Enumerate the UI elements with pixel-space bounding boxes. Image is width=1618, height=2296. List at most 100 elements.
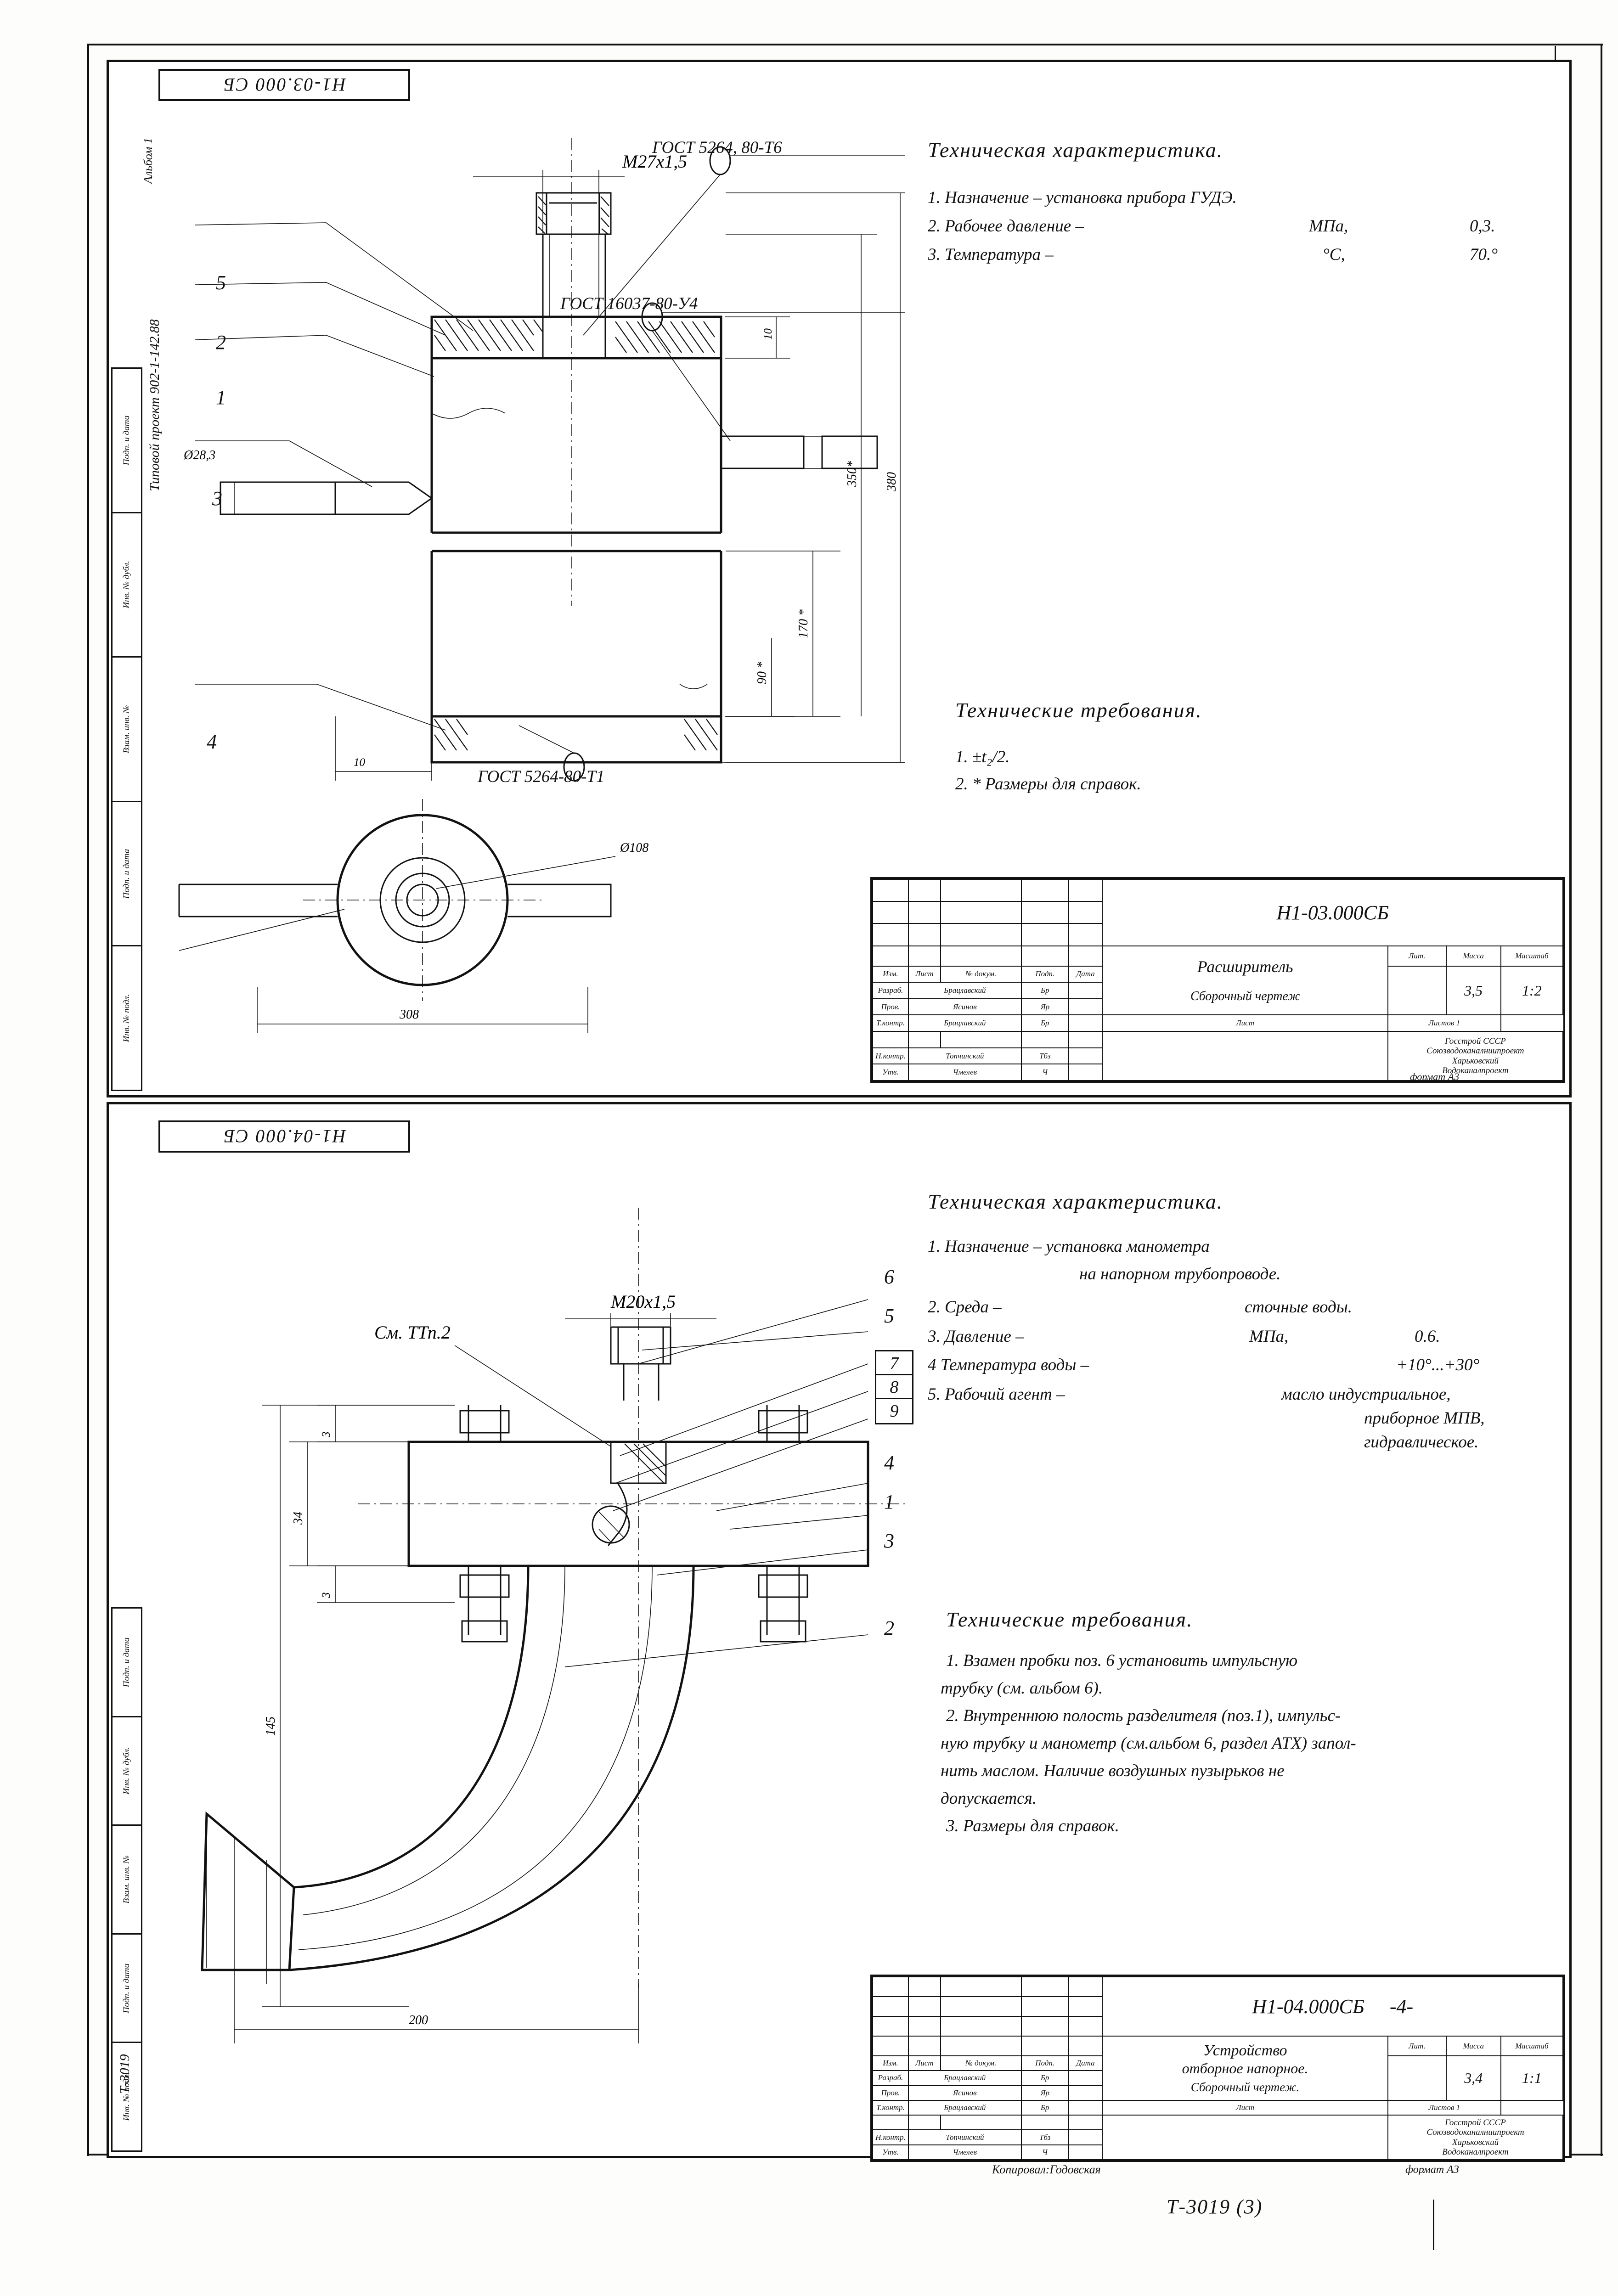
lit-label: Лит. bbox=[1387, 945, 1447, 967]
format-label-bottom: формат А3 bbox=[1405, 2164, 1459, 2176]
tech-req-title: Технические требования. bbox=[955, 698, 1202, 722]
leader-number-5: 5 bbox=[216, 271, 226, 294]
leader-number-3: 3 bbox=[212, 487, 222, 510]
tech-char-item: на напорном трубопроводе. bbox=[1079, 1265, 1281, 1283]
row-date bbox=[1068, 998, 1103, 1016]
row-sign: Бр bbox=[1020, 982, 1069, 999]
part-name-line1: Устройство bbox=[1203, 2042, 1287, 2060]
svg-text:10: 10 bbox=[354, 756, 366, 769]
mass-label: Масса bbox=[1445, 945, 1501, 967]
assembly-drawing-expander: М27х1,5 bbox=[183, 138, 905, 782]
organization-block: Госстрой СССР Союзводоканалниипроект Хар… bbox=[1387, 1031, 1564, 1081]
row-role: Разраб. bbox=[872, 2070, 909, 2086]
thread-label-bottom: М20х1,5 bbox=[610, 1291, 676, 1312]
sheet-label: Лист bbox=[1102, 1014, 1388, 1032]
col-doc: № докум. bbox=[940, 965, 1022, 983]
svg-text:350*: 350* bbox=[845, 461, 859, 487]
col-data: Дата bbox=[1068, 2055, 1103, 2071]
tech-char-item: 4 Температура воды – bbox=[928, 1356, 1089, 1374]
tech-req-block-bottom: Технические требования. 1. Взамен пробки… bbox=[941, 1607, 1356, 1840]
leader-box-9: 9 bbox=[875, 1398, 913, 1424]
svg-text:90 *: 90 * bbox=[755, 662, 769, 684]
col-list: Лист bbox=[908, 2055, 941, 2071]
margin-label: Взам. инв. № bbox=[122, 1855, 131, 1904]
doc-type: Сборочный чертеж bbox=[1190, 989, 1300, 1003]
tech-req-item: ную трубку и манометр (см.альбом 6, разд… bbox=[941, 1733, 1356, 1753]
row-role: Пров. bbox=[872, 2085, 909, 2101]
row-role: Т.контр. bbox=[872, 2099, 909, 2116]
col-podp: Подп. bbox=[1020, 965, 1069, 983]
margin-cell: Инв. № дубл. bbox=[113, 513, 141, 658]
tech-req-item: 2. * Размеры для справок. bbox=[955, 775, 1141, 793]
leader-number-1: 1 bbox=[884, 1491, 894, 1513]
dim-308: 308 bbox=[399, 1007, 419, 1022]
drawing-code-box-bottom: Н1-04.000 СБ bbox=[158, 1120, 410, 1153]
svg-text:170 *: 170 * bbox=[796, 609, 811, 638]
row-role: Разраб. bbox=[872, 982, 909, 999]
leader-box-7: 7 bbox=[875, 1350, 913, 1377]
org-line: Госстрой СССР bbox=[1444, 1036, 1506, 1046]
row-sign: Бр bbox=[1020, 2099, 1069, 2116]
row-role: Н.контр. bbox=[872, 2129, 909, 2145]
doc-type: Сборочный чертеж. bbox=[1190, 2080, 1300, 2094]
org-line: Госстрой СССР bbox=[1445, 2118, 1506, 2128]
row-person: Чмелев bbox=[908, 2144, 1022, 2161]
row-date bbox=[1068, 2085, 1103, 2101]
dia-28-label: Ø28,3 bbox=[183, 448, 215, 462]
title-block-name: Расширитель Сборочный чертеж bbox=[1102, 945, 1388, 1016]
tech-req-item: 3. Размеры для справок. bbox=[946, 1816, 1119, 1835]
row-sign: Тбз bbox=[1020, 2129, 1069, 2145]
margin-column-top: Подп. и дата Инв. № дубл. Взам. инв. № П… bbox=[111, 367, 142, 1091]
tech-char-item: 3. Температура – bbox=[928, 245, 1054, 264]
tech-char-unit: МПа, bbox=[1309, 217, 1348, 236]
title-block-code: Н1-03.000СБ bbox=[1102, 879, 1563, 946]
tech-char-value: масло индустриальное, bbox=[1281, 1385, 1451, 1404]
leader-number-5: 5 bbox=[884, 1305, 894, 1327]
leader-number-4: 4 bbox=[884, 1452, 894, 1474]
thread-label-text: М27х1,5 bbox=[622, 151, 687, 172]
svg-text:145: 145 bbox=[264, 1716, 278, 1736]
copied-by-label: Копировал:Годовская bbox=[992, 2163, 1101, 2176]
sheet-top-border bbox=[87, 44, 1603, 45]
tech-req-item: 1. Взамен пробки поз. 6 установить импул… bbox=[946, 1651, 1298, 1670]
row-person: Топчинский bbox=[908, 1047, 1022, 1065]
row-sign: Тбз bbox=[1020, 1047, 1069, 1065]
title-block-top: Н1-03.000СБ Расширитель Сборочный чертеж… bbox=[870, 877, 1565, 1083]
tech-req-item: трубку (см. альбом 6). bbox=[941, 1678, 1103, 1698]
leader-number-4: 4 bbox=[207, 731, 217, 753]
margin-cell: Подп. и дата bbox=[113, 369, 141, 513]
tech-char-value: гидравлическое. bbox=[1364, 1433, 1479, 1452]
title-block-code: Н1-04.000СБ bbox=[1252, 1995, 1364, 2018]
mass-label: Масса bbox=[1445, 2036, 1501, 2057]
margin-label: Подп. и дата bbox=[122, 1963, 131, 2013]
row-person: Брацлавский bbox=[908, 982, 1022, 999]
margin-cell: Подп. и дата bbox=[113, 802, 141, 947]
margin-label: Инв. № подл. bbox=[122, 994, 131, 1042]
empty-cell bbox=[1102, 1031, 1388, 1081]
scale-label: Масштаб bbox=[1500, 2036, 1564, 2057]
scale-label: Масштаб bbox=[1500, 945, 1564, 967]
lit-value bbox=[1387, 2055, 1447, 2101]
svg-text:3: 3 bbox=[320, 1432, 333, 1438]
dim-200: 200 bbox=[409, 2013, 428, 2027]
gost-5264-label: ГОСТ 5264-80-Т1 bbox=[478, 767, 605, 786]
tech-char-item: 5. Рабочий агент – bbox=[928, 1385, 1065, 1404]
margin-label: Подп. и дата bbox=[122, 849, 131, 899]
title-block-name: Устройство отборное напорное. Сборочный … bbox=[1102, 2036, 1388, 2101]
tech-char-value: 70.° bbox=[1470, 245, 1498, 264]
org-line: Союзводоканалниипроект bbox=[1426, 1046, 1524, 1056]
tech-char-item: 1. Назначение – установка прибора ГУДЭ. bbox=[928, 188, 1237, 207]
row-role: Утв. bbox=[872, 1064, 909, 1081]
row-sign: Бр bbox=[1020, 1014, 1069, 1032]
title-block-bottom: Н1-04.000СБ -4- Устройство отборное напо… bbox=[870, 1975, 1565, 2162]
plan-view-expander: 308 Ø108 bbox=[178, 799, 648, 1033]
row-role: Пров. bbox=[872, 998, 909, 1016]
sheet-left-border bbox=[87, 44, 89, 2156]
row-date bbox=[1068, 982, 1103, 999]
leader-number-6: 6 bbox=[884, 1266, 894, 1288]
row-person: Чмелев bbox=[908, 1064, 1022, 1081]
svg-text:10: 10 bbox=[762, 328, 774, 340]
assembly-drawing-pressure-tap: М20х1,5 bbox=[201, 1208, 905, 2043]
mass-value: 3,4 bbox=[1445, 2055, 1501, 2101]
tech-req-item: допускается. bbox=[941, 1789, 1037, 1808]
